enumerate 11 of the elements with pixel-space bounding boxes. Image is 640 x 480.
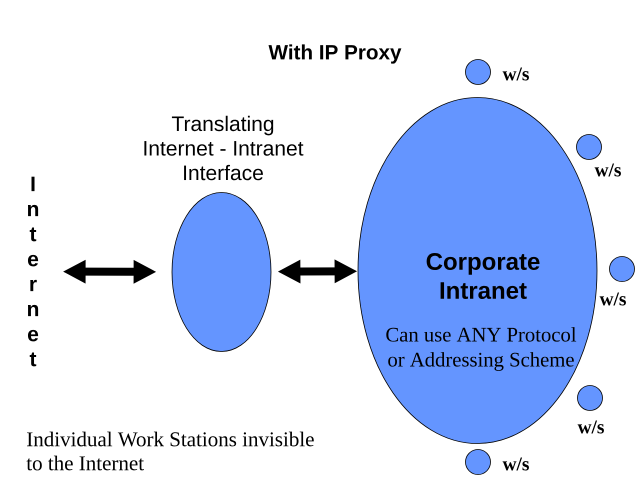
workstation-label: w/s: [578, 420, 604, 434]
diagram-title: With IP Proxy: [268, 44, 402, 64]
note-text: Individual Work Stations invisible to the Internet: [26, 432, 314, 470]
workstation-label: w/s: [502, 458, 529, 470]
interface-heading: Translating Internet - Intranet Interface: [144, 116, 304, 180]
workstation-label: w/s: [600, 292, 626, 306]
workstation-label: w/s: [502, 68, 529, 80]
workstation-label: w/s: [594, 164, 621, 176]
network-description: Can use ANY Protocol or Addressing Scheme: [386, 327, 576, 371]
vertical-label: Internet: [28, 176, 38, 366]
network-title: Corporate Intranet: [426, 253, 540, 299]
